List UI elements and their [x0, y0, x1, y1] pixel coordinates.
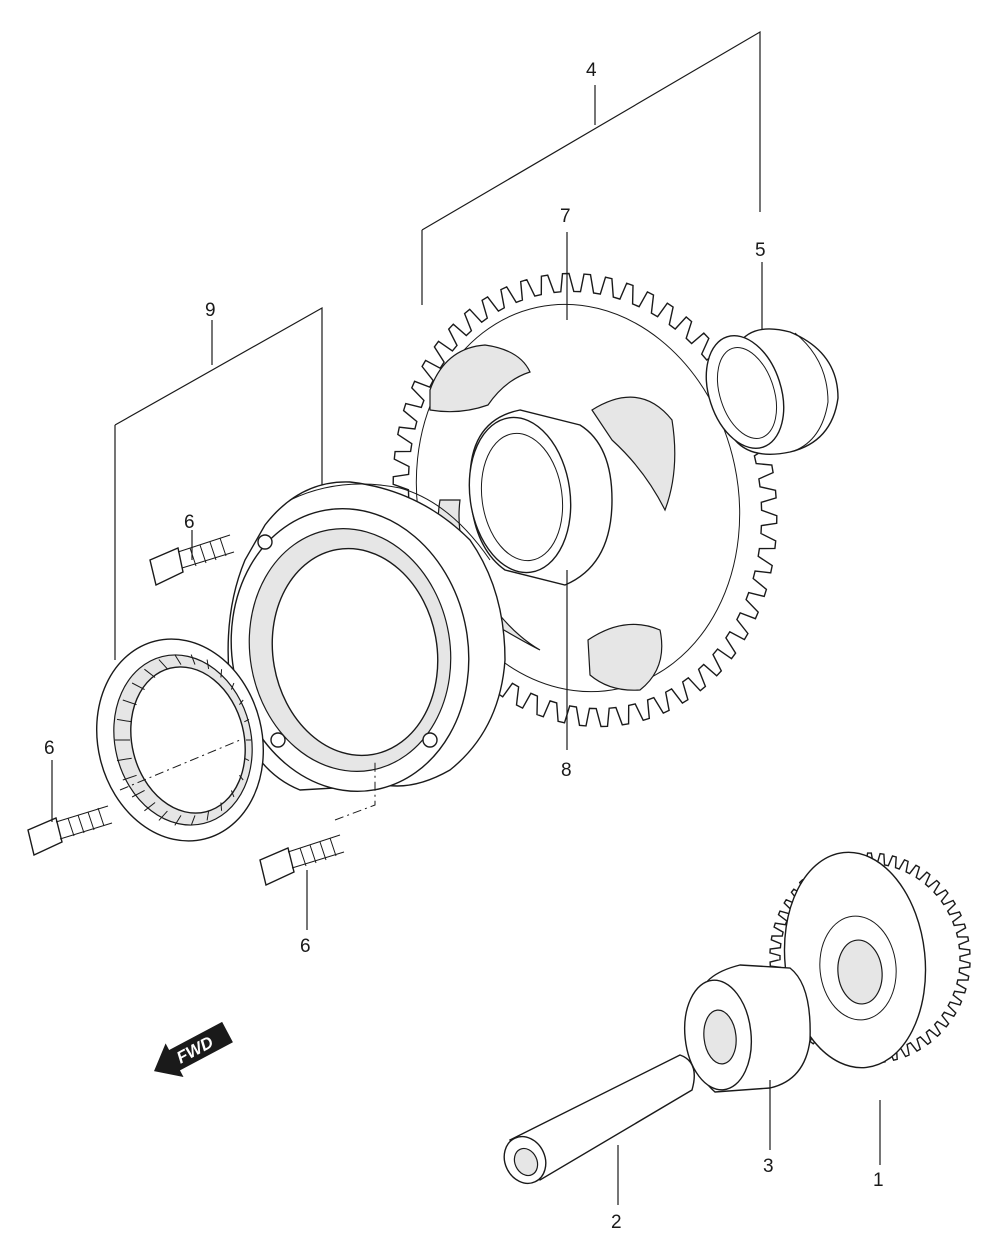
axis-lines — [119, 739, 376, 821]
gear-slot-upper — [429, 344, 531, 413]
bolt-upper — [149, 534, 235, 587]
fwd-arrow-icon: FWD — [153, 1021, 233, 1078]
callout-8: 8 — [561, 760, 572, 781]
spacer-3 — [683, 964, 811, 1093]
gear-slot-lower — [587, 623, 663, 691]
leader-lines — [51, 30, 881, 1205]
callout-4: 4 — [586, 60, 597, 81]
callout-6-lower: 6 — [300, 936, 311, 957]
callout-3: 3 — [763, 1156, 774, 1177]
shaft-2 — [503, 1054, 695, 1185]
callout-5: 5 — [755, 240, 766, 261]
callout-9: 9 — [205, 300, 216, 321]
callout-1: 1 — [873, 1170, 884, 1191]
idle-gear-1 — [769, 851, 971, 1069]
callout-6-upper: 6 — [184, 512, 195, 533]
callout-6-left: 6 — [44, 738, 55, 759]
clutch-housing-9 — [227, 481, 506, 793]
gear-hub-8 — [468, 409, 613, 586]
bolt-lower-left — [27, 805, 113, 856]
callout-7: 7 — [560, 206, 571, 227]
bolt-lower-mid — [259, 834, 345, 886]
gear-slot-right — [591, 396, 676, 512]
sprag-clutch-ring — [95, 638, 265, 842]
bushing-5 — [705, 328, 839, 455]
callout-2: 2 — [611, 1212, 622, 1233]
